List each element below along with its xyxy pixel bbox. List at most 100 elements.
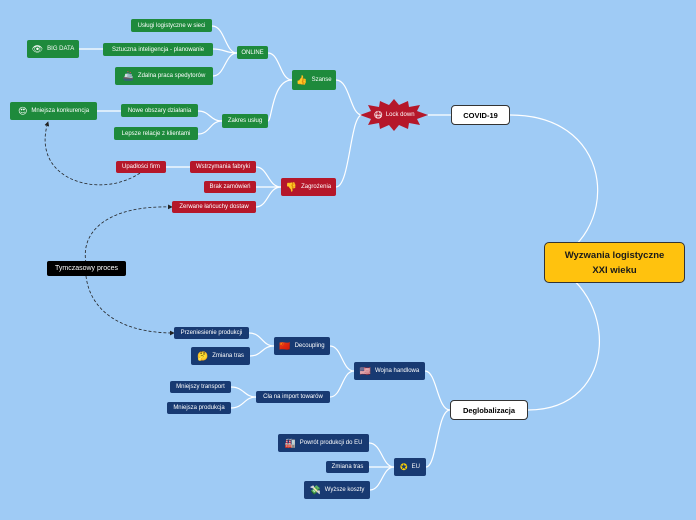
- zerwane-label: Zerwane łańcuchy dostaw: [179, 204, 249, 210]
- link-eu-powrot: [368, 442, 395, 468]
- zdalna-praca-topic[interactable]: 🚢 Zdalna praca spedytorów: [115, 67, 213, 85]
- link-cla-produkcja: [230, 396, 257, 409]
- szanse-topic[interactable]: 👍 Szanse: [292, 70, 336, 90]
- upadlosci-firm-topic[interactable]: Upadłości firm: [116, 161, 166, 173]
- zmiana-tras-topic-1[interactable]: 🤔 Zmiana tras: [191, 347, 250, 365]
- online-label: ONLINE: [241, 49, 264, 56]
- china-flag-icon: 🇨🇳: [279, 340, 291, 351]
- zmiana-tras-label-2: Zmiana tras: [331, 464, 364, 470]
- ship-icon: 🚢: [122, 70, 134, 81]
- wstrzymania-label: Wstrzymania fabryki: [195, 164, 250, 170]
- mask-face-icon: 😷: [373, 109, 383, 120]
- link-wojna-cla: [329, 370, 355, 398]
- link-szanse-online: [267, 52, 293, 81]
- wyzsze-koszty-topic[interactable]: 💸 Wyższe koszty: [304, 481, 370, 499]
- uslugi-logistyczne-topic[interactable]: Usługi logistyczne w sieci: [131, 19, 212, 32]
- relation-upadlosci-mniejsza: [44, 121, 141, 186]
- eu-topic[interactable]: ✪ EU: [394, 458, 426, 476]
- thumbs-up-icon: 👍: [296, 74, 308, 85]
- root-topic[interactable]: Wyzwania logistyczne XXI wieku: [544, 242, 685, 283]
- link-online-sztuczna: [212, 48, 238, 54]
- root-line1: Wyzwania logistyczne: [564, 249, 665, 261]
- link-zagr-zerwane: [255, 186, 282, 208]
- relation-tymczasowy-przeniesienie: [85, 275, 175, 336]
- burst-shape: [360, 99, 428, 131]
- cla-na-import-topic[interactable]: Cła na import towarów: [256, 391, 330, 403]
- mniejszy-transport-topic[interactable]: Mniejszy transport: [170, 381, 231, 393]
- relation-tymczasowy-zerwane: [84, 204, 173, 264]
- thinking-face-icon: 🤔: [197, 350, 209, 361]
- decoupling-label: Decoupling: [294, 343, 325, 349]
- us-flag-icon: 🇺🇸: [359, 365, 371, 376]
- lepsze-relacje-topic[interactable]: Lepsze relacje z klientami: [114, 127, 198, 140]
- wojna-handlowa-topic[interactable]: 🇺🇸 Wojna handlowa: [354, 362, 425, 380]
- deglob-label: Deglobalizacja: [462, 405, 516, 415]
- lockdown-topic[interactable]: 😷 Lock down: [360, 99, 428, 131]
- big-data-topic[interactable]: 👁 BIG DATA: [27, 40, 79, 58]
- eye-icon: 👁: [31, 43, 44, 54]
- link-dec-zmiana: [249, 345, 275, 357]
- covid-topic[interactable]: COVID-19: [451, 105, 510, 125]
- zerwane-lancuchy-topic[interactable]: Zerwane łańcuchy dostaw: [172, 201, 256, 213]
- zakres-uslug-topic[interactable]: Zakres usług: [222, 114, 268, 128]
- link-deglob-eu: [425, 409, 451, 468]
- zakres-label: Zakres usług: [227, 118, 263, 124]
- link-deglob-wojna: [424, 370, 451, 411]
- powrot-label: Powrót produkcji do EU: [299, 440, 363, 446]
- tymczasowy-proces-topic[interactable]: Tymczasowy proces: [47, 261, 126, 276]
- lepsze-label: Lepsze relacje z klientami: [121, 130, 191, 137]
- covid-label: COVID-19: [463, 110, 498, 120]
- wstrzymania-fabryki-topic[interactable]: Wstrzymania fabryki: [190, 161, 256, 173]
- zagrozenia-topic[interactable]: 👎 Zagrożenia: [281, 178, 336, 196]
- zdalna-label: Zdalna praca spedytorów: [137, 73, 206, 79]
- link-zagr-wstrzymania: [255, 166, 282, 188]
- nowe-label: Nowe obszary działania: [127, 107, 192, 114]
- link-lockdown-zagrozenia: [335, 114, 363, 188]
- uslugi-label: Usługi logistyczne w sieci: [137, 22, 206, 29]
- link-szanse-zakres: [267, 79, 293, 122]
- link-online-uslugi: [211, 25, 238, 54]
- przeniesienie-produkcji-topic[interactable]: Przeniesienie produkcji: [174, 327, 249, 339]
- link-cla-transport: [230, 386, 257, 398]
- mniejsza-produkcja-label: Mniejsza produkcja: [173, 405, 225, 411]
- brak-zamowien-topic[interactable]: Brak zamówień: [204, 181, 256, 193]
- zmiana-tras-topic-2[interactable]: Zmiana tras: [326, 461, 369, 473]
- link-root-covid: [509, 114, 599, 264]
- link-eu-wyzsze: [369, 466, 395, 491]
- factory-icon: 🏭: [284, 437, 296, 448]
- decoupling-topic[interactable]: 🇨🇳 Decoupling: [274, 337, 330, 355]
- heart-eyes-icon: 😍: [17, 105, 28, 116]
- nowe-obszary-topic[interactable]: Nowe obszary działania: [121, 104, 198, 117]
- mniejszy-transport-label: Mniejszy transport: [176, 384, 225, 390]
- brak-label: Brak zamówień: [209, 184, 251, 190]
- online-topic[interactable]: ONLINE: [237, 46, 268, 59]
- tymczasowy-label: Tymczasowy proces: [54, 265, 119, 272]
- przeniesienie-label: Przeniesienie produkcji: [180, 330, 243, 336]
- powrot-produkcji-topic[interactable]: 🏭 Powrót produkcji do EU: [278, 434, 369, 452]
- big-data-label: BIG DATA: [47, 46, 75, 52]
- zagrozenia-label: Zagrożenia: [301, 184, 332, 190]
- mniejsza-produkcja-topic[interactable]: Mniejsza produkcja: [167, 402, 231, 414]
- cla-label: Cła na import towarów: [263, 394, 323, 400]
- szanse-label: Szanse: [311, 77, 332, 83]
- mniejsza-konkurencja-label: Mniejsza konkurencja: [31, 108, 90, 114]
- deglobalizacja-topic[interactable]: Deglobalizacja: [450, 400, 528, 420]
- eu-label: EU: [411, 464, 420, 470]
- money-wings-icon: 💸: [309, 484, 321, 495]
- lockdown-label: Lock down: [385, 112, 415, 118]
- link-online-zdalna: [212, 52, 238, 77]
- thumbs-down-icon: 👎: [285, 181, 298, 192]
- sztuczna-inteligencja-topic[interactable]: Sztuczna inteligencja - planowanie: [103, 43, 213, 56]
- link-zakres-nowe: [197, 110, 223, 122]
- link-wojna-decoupling: [329, 345, 355, 372]
- wojna-label: Wojna handlowa: [374, 368, 420, 374]
- root-line2: XXI wieku: [592, 264, 637, 276]
- sztuczna-label: Sztuczna inteligencja - planowanie: [111, 46, 205, 53]
- link-root-deglob: [527, 262, 600, 411]
- mniejsza-konkurencja-topic[interactable]: 😍 Mniejsza konkurencja: [10, 102, 97, 120]
- link-dec-przeniesienie: [248, 332, 275, 347]
- link-zakres-lepsze: [197, 120, 223, 135]
- zmiana-tras-label-1: Zmiana tras: [212, 353, 244, 359]
- wyzsze-label: Wyższe koszty: [324, 487, 365, 493]
